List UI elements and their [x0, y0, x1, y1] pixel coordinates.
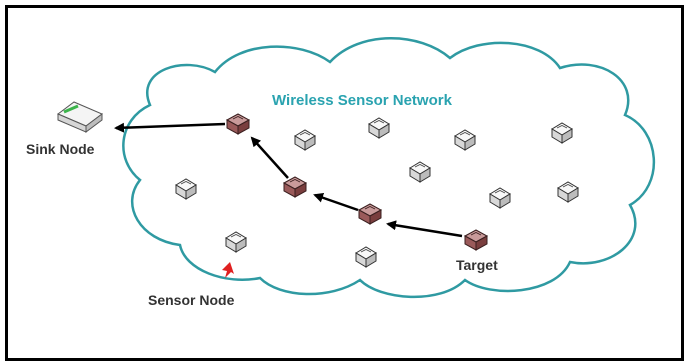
arrow [250, 136, 289, 179]
arrow [114, 122, 226, 133]
sink-node-icon [57, 101, 103, 133]
pointer-arrow [222, 262, 234, 278]
sink-node-label: Sink Node [26, 141, 95, 157]
sensor-node-label: Sensor Node [148, 292, 235, 308]
arrow [386, 220, 463, 238]
target-label: Target [456, 257, 498, 273]
network-cloud [122, 37, 655, 299]
arrow [313, 192, 359, 212]
network-title: Wireless Sensor Network [272, 92, 452, 109]
